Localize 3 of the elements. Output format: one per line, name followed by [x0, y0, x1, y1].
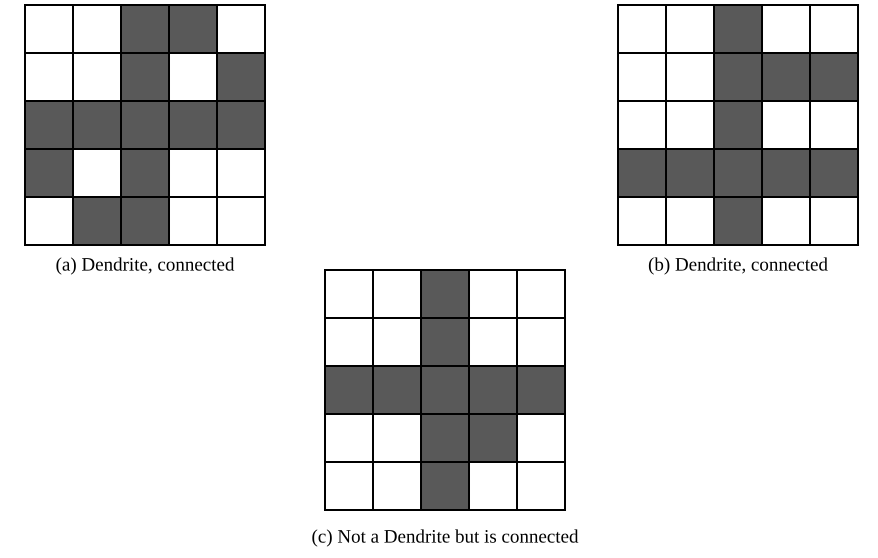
- caption: (b) Dendrite, connected: [648, 257, 828, 275]
- caption: (c) Not a Dendrite but is connected: [312, 529, 578, 547]
- caption: (a) Dendrite, connected: [56, 257, 234, 275]
